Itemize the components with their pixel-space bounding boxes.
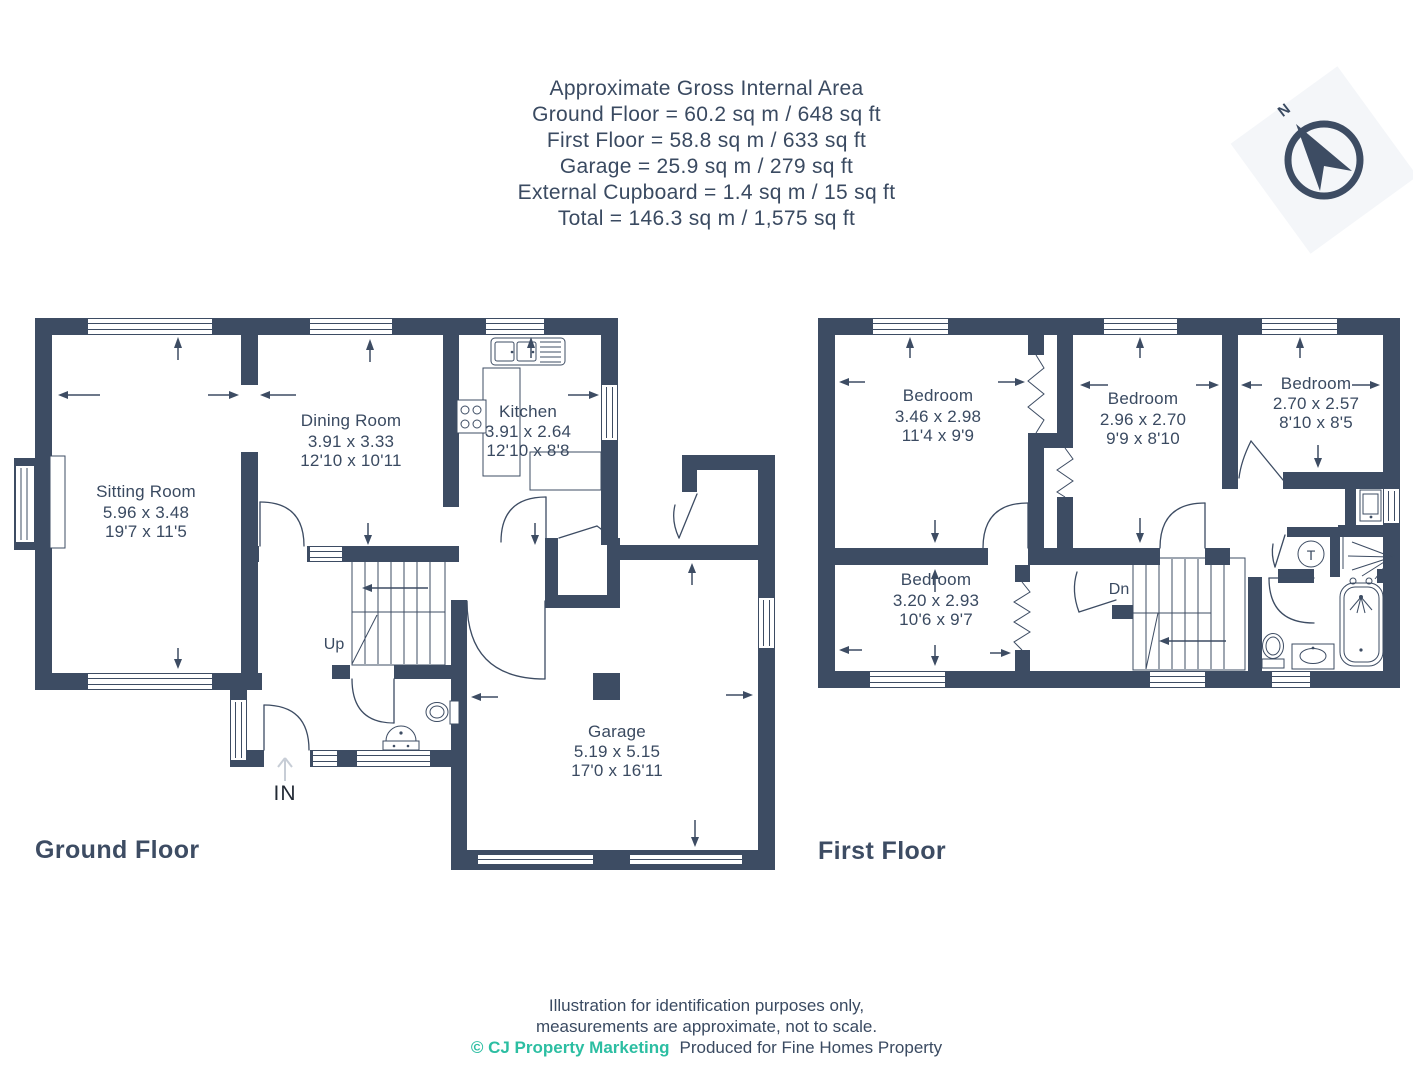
bedroom3-dim-m: 2.70 x 2.57 (1273, 394, 1359, 413)
area-line-total: Total = 146.3 sq m / 1,575 sq ft (557, 207, 856, 230)
area-line-cupboard: External Cupboard = 1.4 sq m / 15 sq ft (517, 181, 896, 204)
sitting-room-dim-m: 5.96 x 3.48 (103, 503, 189, 522)
kitchen-fixtures (456, 337, 602, 491)
ground-floor-windows (16, 319, 774, 864)
bedroom3-dim-ft: 8'10 x 8'5 (1279, 413, 1353, 432)
sitting-room-label: Sitting Room (96, 482, 196, 501)
bedroom2-dim-ft: 9'9 x 8'10 (1106, 429, 1180, 448)
dining-room-label: Dining Room (301, 411, 401, 430)
north-arrow-icon (1296, 124, 1352, 191)
area-summary: Approximate Gross Internal Area Ground F… (0, 76, 1413, 232)
ground-floor-plan: Sitting Room 5.96 x 3.48 19'7 x 11'5 Din… (14, 318, 775, 870)
stairs-up (351, 557, 446, 666)
tank-label: T (1307, 547, 1316, 563)
ground-floor-title: Ground Floor (35, 836, 200, 864)
dining-room-dim-m: 3.91 x 3.33 (308, 432, 394, 451)
first-floor-walls (818, 318, 1400, 688)
first-floor-dimension-arrows (839, 337, 1380, 666)
first-floor-windows (870, 319, 1399, 687)
shower-icon (1342, 537, 1395, 580)
compass-circle (1284, 120, 1364, 200)
bathroom-fixtures (1261, 489, 1384, 670)
area-line-garage: Garage = 25.9 sq m / 279 sq ft (559, 155, 854, 178)
ground-floor-doors (259, 493, 698, 769)
garage-dim-m: 5.19 x 5.15 (574, 742, 660, 761)
first-floor-labels: Bedroom 3.46 x 2.98 11'4 x 9'9 Bedroom 2… (893, 374, 1359, 629)
disclaimer-line2: measurements are approximate, not to sca… (535, 1017, 878, 1036)
stairs-down-label: Dn (1109, 581, 1129, 598)
area-summary-title: Approximate Gross Internal Area (549, 77, 864, 100)
first-floor-doors (982, 440, 1315, 624)
ground-floor-dimension-arrows (58, 337, 753, 847)
first-floor-plan: T (818, 318, 1400, 688)
first-floor-title: First Floor (818, 837, 947, 865)
wc-fixtures (382, 700, 460, 751)
bedroom1-dim-m: 3.46 x 2.98 (895, 407, 981, 426)
bedroom2-label: Bedroom (1108, 389, 1178, 408)
bedroom1-label: Bedroom (903, 386, 973, 405)
sitting-room-dim-ft: 19'7 x 11'5 (105, 522, 187, 541)
bedroom4-dim-m: 3.20 x 2.93 (893, 591, 979, 610)
entrance-label: IN (274, 782, 297, 805)
bedroom4-label: Bedroom (901, 570, 971, 589)
ground-floor-walls (14, 318, 775, 870)
compass: N (1230, 66, 1413, 254)
entrance-arrow-icon (277, 757, 293, 781)
disclaimer-line1: Illustration for identification purposes… (548, 996, 865, 1015)
kitchen-dim-ft: 12'10 x 8'8 (486, 441, 569, 460)
garage-dim-ft: 17'0 x 16'11 (571, 761, 663, 780)
credit-line: © CJ Property Marketing Produced for Fine… (0, 1037, 1413, 1058)
bedroom2-dim-m: 2.96 x 2.70 (1100, 410, 1186, 429)
copyright-credit: © CJ Property Marketing (470, 1038, 670, 1057)
area-line-ground: Ground Floor = 60.2 sq m / 648 sq ft (532, 103, 881, 126)
ground-floor-labels: Sitting Room 5.96 x 3.48 19'7 x 11'5 Din… (96, 402, 663, 805)
disclaimer: Illustration for identification purposes… (0, 995, 1413, 1058)
area-line-first: First Floor = 58.8 sq m / 633 sq ft (546, 129, 867, 152)
bedroom4-dim-ft: 10'6 x 9'7 (899, 610, 973, 629)
stairs-up-label: Up (324, 636, 345, 653)
stairs-down (1132, 557, 1246, 671)
dining-room-dim-ft: 12'10 x 10'11 (300, 451, 401, 470)
kitchen-dim-m: 3.91 x 2.64 (485, 422, 571, 441)
produced-for: Produced for Fine Homes Property (679, 1038, 943, 1057)
garage-label: Garage (588, 722, 646, 741)
tank-cupboard: T (1297, 540, 1325, 568)
bedroom3-label: Bedroom (1281, 374, 1351, 393)
kitchen-label: Kitchen (499, 402, 557, 421)
bedroom1-dim-ft: 11'4 x 9'9 (902, 426, 974, 445)
wardrobe-bifold-doors (1013, 354, 1074, 651)
